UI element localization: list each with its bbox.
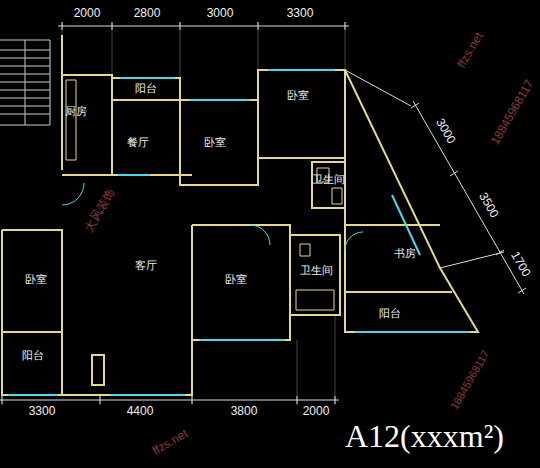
room-area: 卧室 — [202, 135, 228, 150]
dimension: 3500 — [477, 190, 501, 219]
room-area: 卧室 — [285, 88, 311, 103]
walls — [2, 35, 478, 395]
dimension: 3000 — [207, 7, 234, 19]
room-name: 餐厅 — [127, 136, 149, 149]
dimension: 2000 — [303, 405, 330, 417]
room-name: 阳台 — [379, 307, 401, 320]
room-name: 卫生间 — [312, 173, 345, 186]
room-area: 阳台 — [133, 81, 159, 96]
room-name: 卧室 — [225, 273, 247, 286]
dimension: 3000 — [434, 116, 458, 145]
room-name: 卧室 — [287, 89, 309, 102]
dimension-lines — [0, 22, 526, 404]
plan-title: A12(xxxm²) — [345, 420, 504, 452]
room-name: 卫生间 — [300, 264, 333, 277]
dimension: 2800 — [134, 7, 161, 19]
room-area: 厨房 — [63, 104, 89, 119]
dimension: 3300 — [29, 405, 56, 417]
watermark: 大风装饰 — [83, 186, 117, 234]
dimension: 2000 — [74, 7, 101, 19]
room-name: 卧室 — [204, 136, 226, 149]
windows — [8, 70, 470, 395]
fixtures — [66, 80, 342, 310]
watermark: 18845968117 — [489, 78, 536, 147]
room-area: 阳台 — [377, 306, 403, 321]
room-name: 阳台 — [135, 82, 157, 95]
room-area: 餐厅 — [125, 135, 151, 150]
stairs — [0, 40, 50, 125]
room-area: 阳台 — [20, 348, 46, 363]
dimension: 4400 — [127, 405, 154, 417]
room-name: 厨房 — [65, 105, 87, 118]
watermark: ffzs.net — [455, 30, 485, 69]
room-area: 卫生间 — [310, 172, 347, 187]
room-area: 书房 — [392, 246, 418, 261]
room-name: 卧室 — [25, 273, 47, 286]
dimension: 3800 — [231, 405, 258, 417]
dimension: 3300 — [287, 7, 314, 19]
room-name: 客厅 — [135, 259, 157, 272]
watermark: 18845968117 — [449, 348, 492, 411]
room-area: 客厅 — [133, 258, 159, 273]
room-area: 卫生间 — [298, 263, 335, 278]
axis-lines — [2, 22, 345, 405]
room-area: 卧室 — [23, 272, 49, 287]
door-swings — [62, 183, 363, 250]
watermark: ffzs.net — [150, 427, 189, 457]
room-area: 卧室 — [223, 272, 249, 287]
room-name: 阳台 — [22, 349, 44, 362]
room-name: 书房 — [394, 247, 416, 260]
